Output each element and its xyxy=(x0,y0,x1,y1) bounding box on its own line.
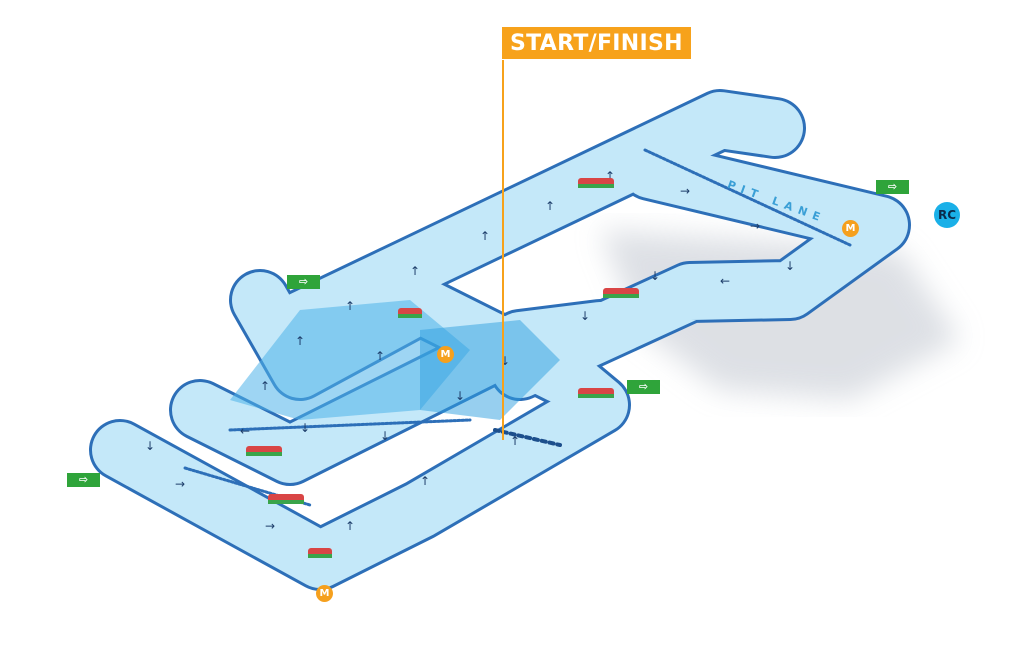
arrow-icon: ↓ xyxy=(380,429,390,443)
arrow-icon: ↑ xyxy=(345,299,355,313)
race-control-marker: RC xyxy=(934,202,960,228)
light-gantry xyxy=(268,494,304,504)
arrow-icon: ↑ xyxy=(375,349,385,363)
light-gantry xyxy=(578,178,614,188)
marshal-marker: M xyxy=(316,585,333,602)
arrow-icon: ↓ xyxy=(300,421,310,435)
arrow-icon: ↑ xyxy=(420,474,430,488)
arrow-icon: ↓ xyxy=(145,439,155,453)
emergency-exit-sign: ⇨ xyxy=(287,275,320,289)
direction-arrows: ↑ ↑ ↑ ↑ ↑ → → ↓ ← ↓ ↓ ↓ ↓ ↓ ↓ ← ↓ → → ↑ … xyxy=(145,169,795,533)
emergency-exit-sign: ⇨ xyxy=(627,380,660,394)
marshal-marker: M xyxy=(842,220,859,237)
arrow-icon: → xyxy=(680,184,690,198)
arrow-icon: ↓ xyxy=(580,309,590,323)
light-gantry xyxy=(308,548,332,558)
arrow-icon: ← xyxy=(240,424,250,438)
arrow-icon: ↑ xyxy=(605,169,615,183)
arrow-icon: ↓ xyxy=(500,354,510,368)
arrow-icon: ↑ xyxy=(545,199,555,213)
arrow-icon: ↑ xyxy=(410,264,420,278)
arrow-icon: → xyxy=(175,477,185,491)
emergency-exit-sign: ⇨ xyxy=(876,180,909,194)
arrow-icon: → xyxy=(750,219,760,233)
arrow-icon: ↓ xyxy=(650,269,660,283)
light-gantry xyxy=(578,388,614,398)
arrow-icon: ↓ xyxy=(455,389,465,403)
arrow-icon: ↓ xyxy=(785,259,795,273)
start-lights xyxy=(246,178,639,558)
start-finish-label: START/FINISH xyxy=(502,27,691,59)
arrow-icon: ↑ xyxy=(510,434,520,448)
light-gantry xyxy=(398,308,422,318)
arrow-icon: ↑ xyxy=(260,379,270,393)
arrow-icon: ↑ xyxy=(345,519,355,533)
arrow-icon: → xyxy=(265,519,275,533)
arrow-icon: ← xyxy=(720,274,730,288)
light-gantry xyxy=(246,446,282,456)
marshal-marker: M xyxy=(437,346,454,363)
arrow-icon: ↑ xyxy=(480,229,490,243)
arrow-icon: ↑ xyxy=(295,334,305,348)
emergency-exit-sign: ⇨ xyxy=(67,473,100,487)
light-gantry xyxy=(603,288,639,298)
